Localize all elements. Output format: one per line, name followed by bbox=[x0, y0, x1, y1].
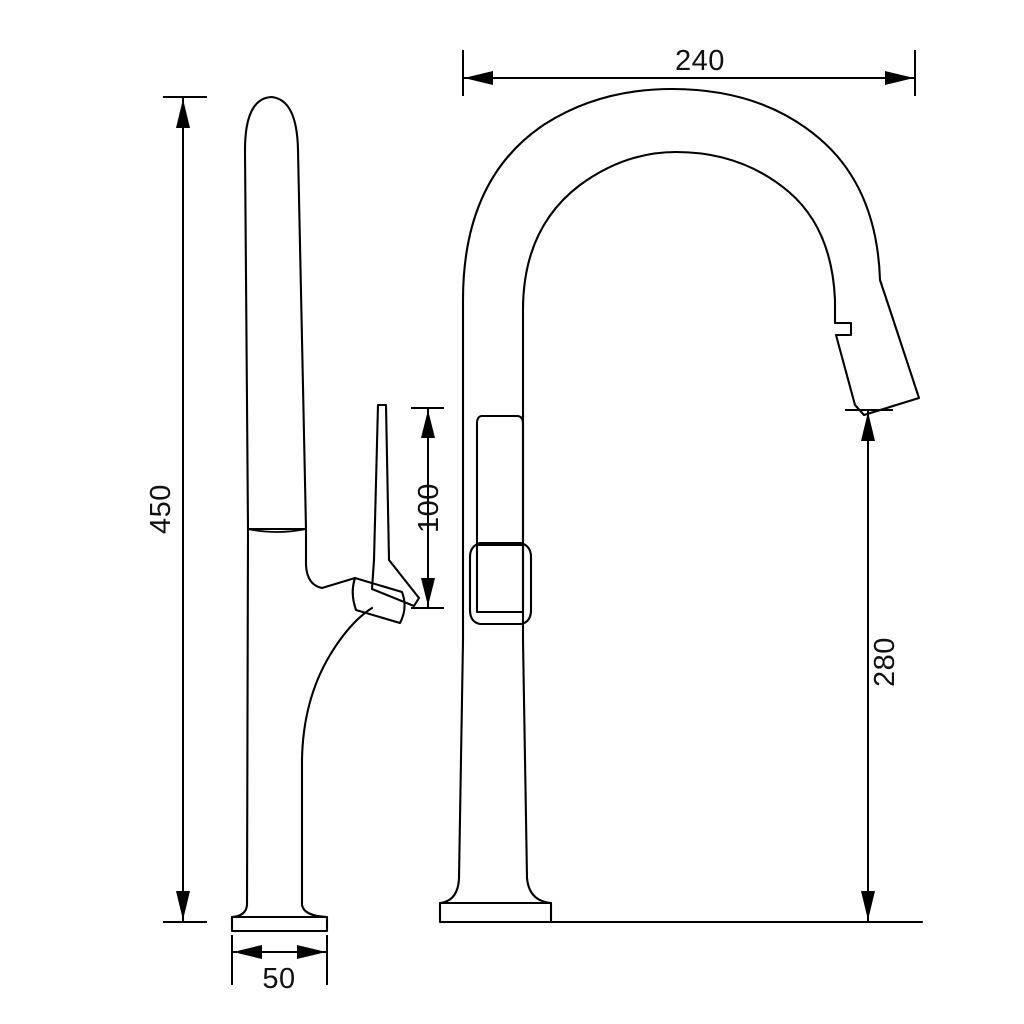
dimension-spout-height: 280 bbox=[845, 409, 901, 922]
side-view-handle-hub-seam bbox=[351, 577, 357, 611]
dim-arrow-100-bottom bbox=[421, 578, 435, 606]
side-view-handle-lever bbox=[370, 403, 421, 608]
dimension-overall-height: 450 bbox=[145, 96, 207, 923]
dim-arrow-100-top bbox=[421, 410, 435, 438]
dim-label-50: 50 bbox=[262, 963, 295, 995]
side-view-column-right bbox=[304, 527, 357, 590]
dim-arrow-280-bottom bbox=[861, 891, 875, 920]
dim-arrow-50-left bbox=[233, 945, 262, 959]
dim-label-450: 450 bbox=[145, 484, 177, 534]
dim-label-240: 240 bbox=[675, 45, 725, 77]
dim-arrow-450-top bbox=[176, 99, 190, 128]
dim-label-280: 280 bbox=[869, 637, 901, 687]
dimension-base-width: 50 bbox=[231, 935, 328, 995]
front-view-group bbox=[438, 87, 924, 924]
dim-arrow-450-bottom bbox=[176, 891, 190, 920]
front-view-gooseneck-inner bbox=[521, 150, 837, 642]
side-view-base-flare bbox=[230, 903, 329, 933]
front-view-handle-collar-outer bbox=[468, 541, 533, 626]
front-view-base-flare bbox=[438, 876, 553, 924]
side-view-spout-body bbox=[243, 95, 308, 531]
front-view-column-left bbox=[457, 638, 465, 880]
dim-arrow-240-right bbox=[885, 71, 914, 85]
dimension-spout-reach: 240 bbox=[462, 45, 916, 96]
front-view-sprayer-head bbox=[833, 308, 921, 417]
dim-arrow-50-right bbox=[297, 945, 326, 959]
side-view-group bbox=[230, 95, 421, 933]
dim-arrow-280-top bbox=[861, 412, 875, 441]
side-view-hub-lower-skirt bbox=[300, 606, 374, 907]
dim-arrow-240-left bbox=[464, 71, 493, 85]
side-view-column-left bbox=[245, 527, 250, 907]
front-view-handle-lower bbox=[475, 543, 525, 614]
side-view-body-seam bbox=[247, 528, 307, 533]
front-view-column-right bbox=[521, 638, 529, 880]
dim-label-100: 100 bbox=[413, 483, 445, 533]
dimension-handle-height: 100 bbox=[411, 407, 445, 609]
front-view-gooseneck-outer bbox=[461, 87, 892, 642]
